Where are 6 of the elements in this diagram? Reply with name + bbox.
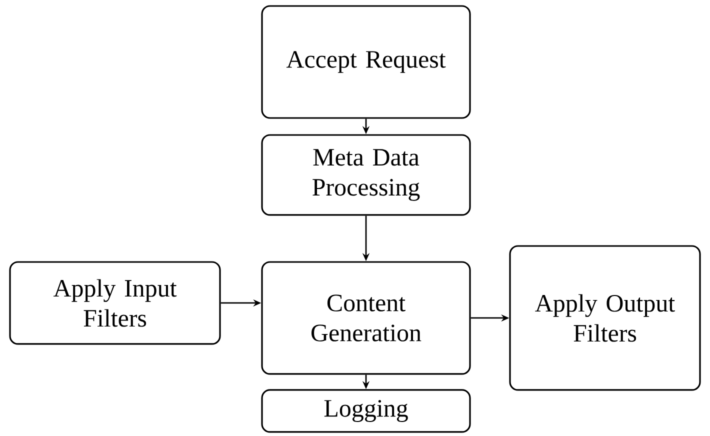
process-box: Accept Request <box>261 5 471 119</box>
process-box: Meta Data Processing <box>261 134 471 216</box>
process-box: Logging <box>261 389 471 433</box>
process-box: Content Generation <box>261 261 471 375</box>
process-box: Apply Input Filters <box>9 261 221 345</box>
process-box: Apply Output Filters <box>509 245 701 391</box>
